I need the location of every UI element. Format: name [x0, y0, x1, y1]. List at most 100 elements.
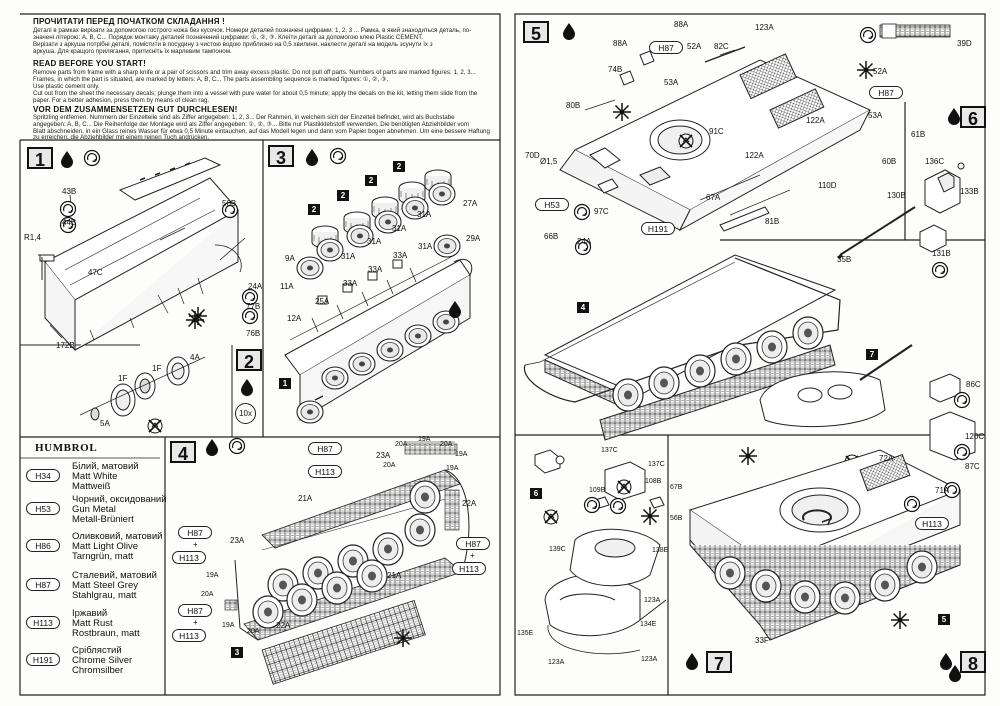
step-number: 8	[960, 651, 986, 674]
no-cut-icon	[147, 418, 163, 434]
spark-icon	[890, 610, 910, 630]
swirl-icon	[931, 261, 949, 279]
part-number: 88A	[613, 39, 628, 48]
step3-suspension	[284, 254, 473, 421]
part-number: 123A	[641, 656, 658, 663]
part-number: 11A	[280, 282, 294, 291]
paint-name-de: Mattweiß	[72, 481, 111, 492]
glue-icon	[241, 379, 253, 396]
paint-callout: H113	[308, 465, 342, 478]
step6-gun	[837, 162, 965, 260]
road-wheel	[296, 400, 324, 424]
part-number: 20A	[247, 628, 260, 635]
part-number: 31A	[341, 252, 356, 261]
quantity-badge: 10x	[235, 403, 256, 424]
road-wheel	[348, 352, 376, 376]
paint-callout: H87	[649, 41, 683, 54]
part-number: 12A	[287, 314, 302, 323]
part-number: 123A	[644, 597, 661, 604]
swirl-icon	[228, 437, 246, 455]
road-wheel	[684, 354, 716, 388]
road-wheel	[356, 559, 388, 593]
glue-icon	[206, 439, 218, 456]
step8-tank	[688, 449, 962, 641]
paint-name-de: Chromsilber	[72, 665, 124, 676]
uk-line: аркуша. Для кращого прилягання, притисні…	[33, 48, 232, 55]
step-number: 4	[170, 441, 196, 464]
plus-sign: +	[470, 551, 475, 560]
step4-tracks	[224, 441, 470, 685]
road-wheel	[789, 580, 821, 614]
part-number: 172B	[56, 341, 75, 350]
swirl-icon	[953, 391, 971, 409]
swirl-icon	[573, 203, 591, 221]
part-number: 29A	[466, 234, 481, 243]
part-number: 110D	[818, 181, 837, 190]
part-number: 120C	[965, 432, 985, 441]
part-number: 25A	[315, 297, 330, 306]
part-number: 123A	[755, 23, 774, 32]
paint-name-de: Tarngrün, matt	[72, 551, 134, 562]
part-number: 1F	[118, 374, 128, 383]
plus-sign: +	[193, 540, 198, 549]
swirl-icon	[583, 496, 601, 514]
part-number: 70D	[525, 151, 540, 160]
part-number: 27A	[463, 199, 478, 208]
part-number: 137C	[601, 447, 618, 454]
part-number: 4A	[190, 353, 200, 362]
part-number: 19A	[455, 451, 468, 458]
paint-callout: H191	[641, 222, 675, 235]
part-number: 23A	[376, 451, 391, 460]
paint-name-de: Stahlgrau, matt	[72, 590, 137, 601]
brand-humbrol: HUMBROL	[35, 442, 98, 454]
paint-callout: H87	[869, 86, 903, 99]
paint-callout: H87	[178, 604, 212, 617]
part-number: 24A	[248, 282, 263, 291]
sub-step-marker: 5	[938, 614, 950, 625]
part-number: 33A	[393, 251, 408, 260]
paint-name-uk: Сріблястий	[72, 645, 122, 656]
part-number: 24A	[577, 237, 592, 246]
paint-callout: H113	[172, 629, 206, 642]
paint-name-en: Matt White	[72, 471, 118, 482]
part-number: 21A	[298, 494, 313, 503]
step2-sprocket	[79, 356, 206, 421]
paint-name-uk: Оливковий, матовий	[72, 531, 163, 542]
paint-name-uk: Білий, матовий	[72, 461, 139, 472]
right-page-grid	[514, 13, 986, 696]
glue-icon	[686, 653, 698, 670]
road-wheel	[792, 316, 824, 350]
sub-step-marker: 7	[866, 349, 878, 360]
road-wheel	[756, 330, 788, 364]
en-line: Remove parts from frame with a sharp kni…	[33, 69, 476, 76]
paint-name-en: Matt Steel Grey	[72, 580, 138, 591]
road-wheel	[906, 550, 938, 584]
road-wheel	[714, 556, 746, 590]
road-wheel	[750, 569, 782, 603]
part-number: 133B	[960, 187, 979, 196]
sub-step-marker: 1	[279, 378, 291, 389]
road-wheel	[296, 256, 324, 280]
part-number: 136C	[925, 157, 945, 166]
part-number: 44B	[62, 218, 77, 227]
part-number: 137C	[648, 461, 665, 468]
paint-name-en: Gun Metal	[72, 504, 116, 515]
part-number: 19A	[206, 572, 219, 579]
part-number: 82C	[714, 42, 729, 51]
step-number: 5	[523, 21, 549, 44]
part-number: 108B	[645, 478, 662, 485]
glue-icon	[306, 149, 318, 166]
paint-name-de: Metall-Brüniert	[72, 514, 134, 525]
part-number: 9A	[285, 254, 295, 263]
spark-icon	[640, 506, 660, 526]
part-number: 21A	[387, 571, 402, 580]
part-number: 20A	[201, 591, 214, 598]
part-number: 123A	[548, 659, 565, 666]
step-number: 1	[27, 147, 53, 170]
part-number: 50B	[222, 199, 237, 208]
paint-name-uk: Чорний, оксидований	[72, 494, 167, 505]
paint-code: H191	[26, 653, 60, 666]
paint-name-en: Matt Light Olive	[72, 541, 138, 552]
swirl-icon	[859, 26, 877, 44]
